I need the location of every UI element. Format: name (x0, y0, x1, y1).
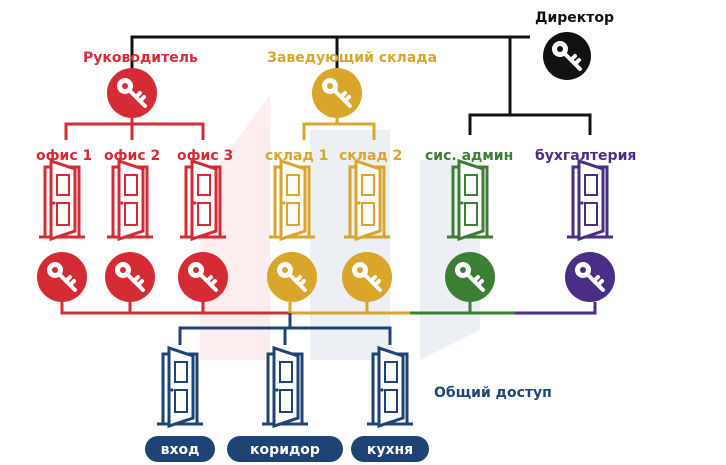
background-logo (200, 95, 480, 360)
room-door (178, 159, 228, 241)
door-icon (565, 159, 615, 241)
manager-key (107, 68, 157, 118)
room-label: офис 2 (104, 148, 160, 164)
bus-line (60, 302, 203, 315)
room-label: склад 2 (339, 148, 402, 164)
common-door-label: коридор (250, 442, 320, 458)
room-key (445, 252, 495, 302)
common-door-badge: вход (145, 436, 215, 462)
room-label: бухгалтерия (535, 148, 636, 164)
common-door (365, 346, 415, 428)
room-key (342, 252, 392, 302)
room-key (178, 252, 228, 302)
director-key (543, 32, 591, 80)
common-door (260, 346, 310, 428)
room-label: офис 1 (36, 148, 92, 164)
room-key (37, 252, 87, 302)
warehouse-connector (302, 122, 376, 140)
common-door (155, 346, 205, 428)
room-label: офис 3 (177, 148, 233, 164)
room-door (37, 159, 87, 241)
room-door (105, 159, 155, 241)
common-door-badge: коридор (227, 436, 343, 462)
door-icon (365, 346, 415, 428)
manager-label: Руководитель (83, 50, 198, 66)
director-label: Директор (535, 10, 614, 26)
director-connector (510, 113, 592, 135)
door-icon (342, 159, 392, 241)
room-door (342, 159, 392, 241)
door-icon (267, 159, 317, 241)
common-door-label: кухня (367, 442, 413, 458)
bus-line (515, 302, 597, 315)
bus-line (201, 302, 290, 315)
door-icon (155, 346, 205, 428)
room-key (267, 252, 317, 302)
common-access-label: Общий доступ (434, 385, 552, 401)
common-door-badge: кухня (351, 436, 429, 462)
room-door (445, 159, 495, 241)
manager-connector (64, 122, 205, 140)
room-label: сис. админ (425, 148, 513, 164)
room-key (565, 252, 615, 302)
door-icon (445, 159, 495, 241)
room-door (565, 159, 615, 241)
door-icon (37, 159, 87, 241)
door-icon (178, 159, 228, 241)
door-icon (260, 346, 310, 428)
door-icon (105, 159, 155, 241)
warehouse-head-key (312, 68, 362, 118)
director-connector (130, 35, 337, 68)
common-door-label: вход (161, 442, 200, 458)
room-label: склад 1 (265, 148, 328, 164)
room-door (267, 159, 317, 241)
connector-lines (60, 35, 597, 345)
room-key (105, 252, 155, 302)
warehouse-head-label: Заведующий склада (267, 50, 437, 66)
